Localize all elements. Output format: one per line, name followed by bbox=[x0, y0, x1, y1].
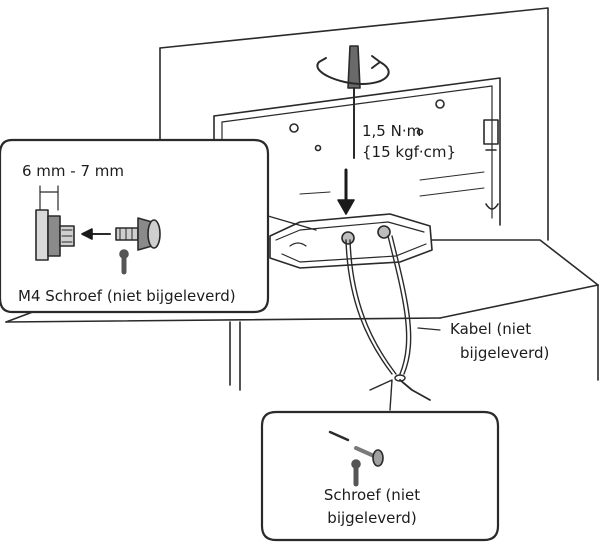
screw-label-line2: bijgeleverd) bbox=[327, 509, 417, 527]
torque-label-line2: {15 kgf·cm} bbox=[362, 143, 457, 161]
cables bbox=[345, 235, 441, 401]
tv-stand bbox=[269, 213, 433, 269]
torque-label-line1: 1,5 N·m bbox=[362, 122, 422, 140]
wall bbox=[159, 7, 549, 241]
gap-dimension-label: 6 mm - 7 mm bbox=[22, 162, 125, 180]
left-callout bbox=[0, 138, 317, 314]
cable-label-line1: Kabel (niet bbox=[450, 320, 532, 339]
screw-label-line1: Schroef (niet bbox=[323, 486, 421, 504]
cable-label-line2: bijgeleverd) bbox=[460, 344, 550, 363]
bottom-callout bbox=[260, 410, 500, 542]
screwdriver bbox=[316, 45, 390, 215]
bottom-callout-pointer bbox=[369, 379, 393, 411]
m4-screw-label: M4 Schroef (niet bijgeleverd) bbox=[18, 287, 236, 305]
